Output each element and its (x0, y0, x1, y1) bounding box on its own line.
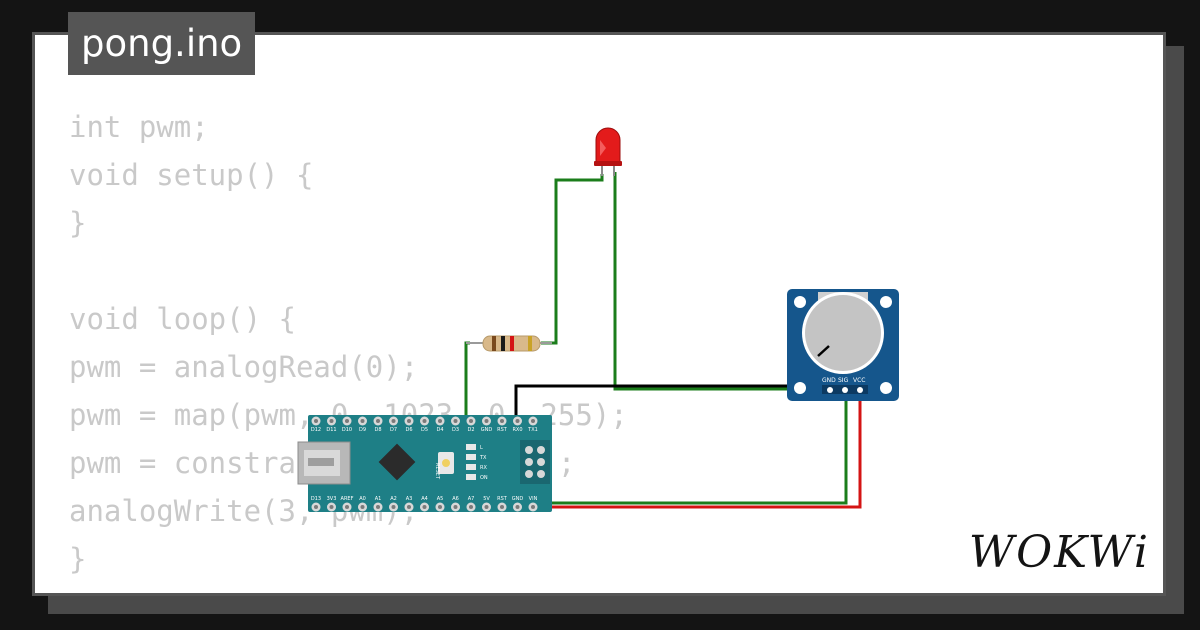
pin-hole (376, 505, 380, 509)
pin-hole (484, 505, 489, 509)
pin-label: A1 (375, 496, 382, 502)
pin-label: AREF (341, 496, 354, 502)
pin-hole (345, 419, 349, 423)
pin-label: D7 (390, 427, 397, 433)
pin-label: D3 (452, 427, 459, 433)
pin-label: D2 (467, 427, 474, 433)
pin-hole (438, 419, 442, 423)
icsp-pin (525, 458, 533, 466)
pin-label: D6 (405, 427, 412, 433)
pin-label: A3 (406, 496, 413, 502)
pin-label: A4 (421, 496, 428, 502)
pin-hole (329, 419, 334, 423)
pin-label: D8 (374, 427, 381, 433)
pin-label: A5 (437, 496, 444, 502)
pin-hole (500, 505, 504, 509)
preview-card: int pwm; void setup() {} void loop() { pwm … (32, 32, 1166, 596)
red-led[interactable] (594, 127, 622, 176)
pin-hole (515, 505, 520, 509)
pin-label: D12 (311, 427, 321, 433)
icsp-pin (525, 446, 533, 454)
wire-led-gnd (613, 172, 830, 391)
pin-hole (407, 419, 411, 423)
pin-label: RX0 (512, 427, 522, 433)
pin-hole (500, 419, 504, 423)
pin-label: GND (481, 427, 493, 433)
pin-hole (391, 505, 396, 509)
resistor[interactable] (466, 335, 552, 352)
pin-label: D11 (326, 427, 336, 433)
pin-label: GND (512, 496, 524, 502)
pin-hole (391, 419, 396, 423)
pin-hole (329, 505, 334, 509)
reset-label: RESET (434, 463, 440, 480)
pin-hole (469, 505, 473, 509)
pin-label: A0 (359, 496, 366, 502)
pin-hole (469, 419, 473, 423)
pin-label: RST (497, 427, 508, 433)
potentiometer-knob[interactable] (805, 295, 881, 371)
potentiometer[interactable]: GND SIG VCC (787, 289, 899, 401)
code-line: } (69, 206, 87, 240)
pin-hole (314, 419, 318, 423)
pot-pin-gnd: GND (822, 377, 836, 384)
pin-hole (407, 505, 411, 509)
code-line: int pwm; (69, 110, 209, 144)
icsp-pin (537, 458, 545, 466)
wire-gnd (514, 384, 832, 500)
pin-label: 3V3 (327, 496, 337, 502)
pin-hole (360, 419, 365, 423)
pin-hole (360, 505, 365, 509)
pin-hole (314, 505, 318, 509)
board-led-label: ON (480, 475, 488, 481)
pin-label: D13 (311, 496, 321, 502)
pin-hole (531, 505, 535, 509)
pin-hole (453, 505, 458, 509)
wire-vcc (528, 391, 862, 509)
pin-label: D5 (421, 427, 428, 433)
code-line: } (69, 542, 87, 576)
pin-label: TX1 (527, 427, 538, 433)
wire-resistor-d3 (464, 341, 470, 420)
pin-hole (422, 505, 427, 509)
pin-hole (376, 419, 380, 423)
code-line: void setup() { (69, 158, 314, 192)
pin-hole (422, 419, 427, 423)
board-led-label: TX (479, 455, 487, 461)
pin-hole (438, 505, 442, 509)
pin-label: D10 (342, 427, 352, 433)
code-line: void loop() { (69, 302, 296, 336)
pin-label: RST (497, 496, 508, 502)
pin-hole (484, 419, 489, 423)
icsp-pin (537, 446, 545, 454)
pot-pin-sig: SIG (838, 377, 849, 384)
pin-label: 5V (483, 496, 490, 502)
icsp-pin (525, 470, 533, 478)
pin-hole (531, 419, 535, 423)
icsp-pin (537, 470, 545, 478)
pin-hole (453, 419, 458, 423)
wokwi-logo: WOKWi (968, 527, 1150, 578)
pin-label: A7 (468, 496, 475, 502)
pin-label: VIN (529, 496, 538, 502)
pin-hole (345, 505, 349, 509)
mcu-chip (378, 443, 416, 481)
pin-label: A2 (390, 496, 397, 502)
project-title: pong.ino (68, 12, 256, 75)
pin-label: A6 (452, 496, 459, 502)
board-led-label: L (480, 445, 483, 451)
pin-label: D4 (436, 427, 443, 433)
pin-hole (515, 419, 520, 423)
wire-led-resistor (541, 174, 604, 345)
pin-label: D9 (359, 427, 366, 433)
board-led-label: RX (480, 465, 487, 471)
pot-pin-vcc: VCC (853, 377, 865, 384)
code-line: pwm = analogRead(0); (69, 350, 419, 384)
